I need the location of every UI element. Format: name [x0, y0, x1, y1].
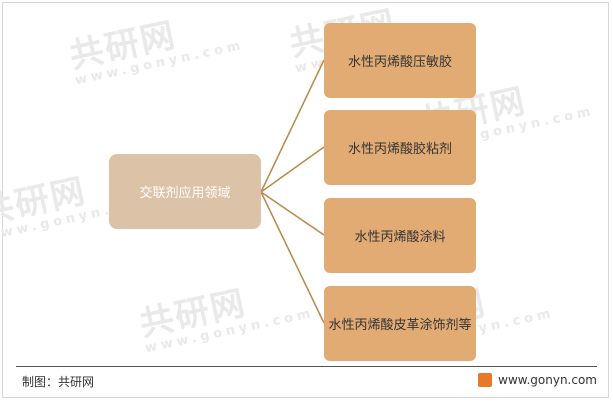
branch-node: 水性丙烯酸压敏胶: [324, 23, 476, 98]
branch-node-label: 水性丙烯酸涂料: [354, 230, 446, 245]
figure-frame: [2, 2, 609, 398]
branch-node: 水性丙烯酸胶粘剂: [324, 110, 476, 185]
branch-node-label: 水性丙烯酸皮革涂饰剂等: [328, 318, 472, 333]
connector-line: [260, 191, 325, 324]
connector-line: [260, 191, 325, 236]
website-url: www.gonyn.com: [498, 373, 597, 387]
branch-node: 水性丙烯酸皮革涂饰剂等: [324, 286, 476, 361]
branch-node: 水性丙烯酸涂料: [324, 198, 476, 273]
source-credit: 制图：共研网: [22, 375, 95, 389]
root-node: 交联剂应用领域: [109, 154, 261, 229]
connector-line: [260, 59, 325, 193]
gonyn-logo-icon: [478, 373, 493, 387]
footer-divider: [16, 366, 597, 367]
root-node-label: 交联剂应用领域: [139, 186, 231, 201]
branch-node-label: 水性丙烯酸压敏胶: [347, 55, 452, 70]
footer-brand: www.gonyn.com: [478, 373, 597, 387]
branch-node-label: 水性丙烯酸胶粘剂: [347, 142, 452, 157]
connector-line: [260, 146, 325, 193]
